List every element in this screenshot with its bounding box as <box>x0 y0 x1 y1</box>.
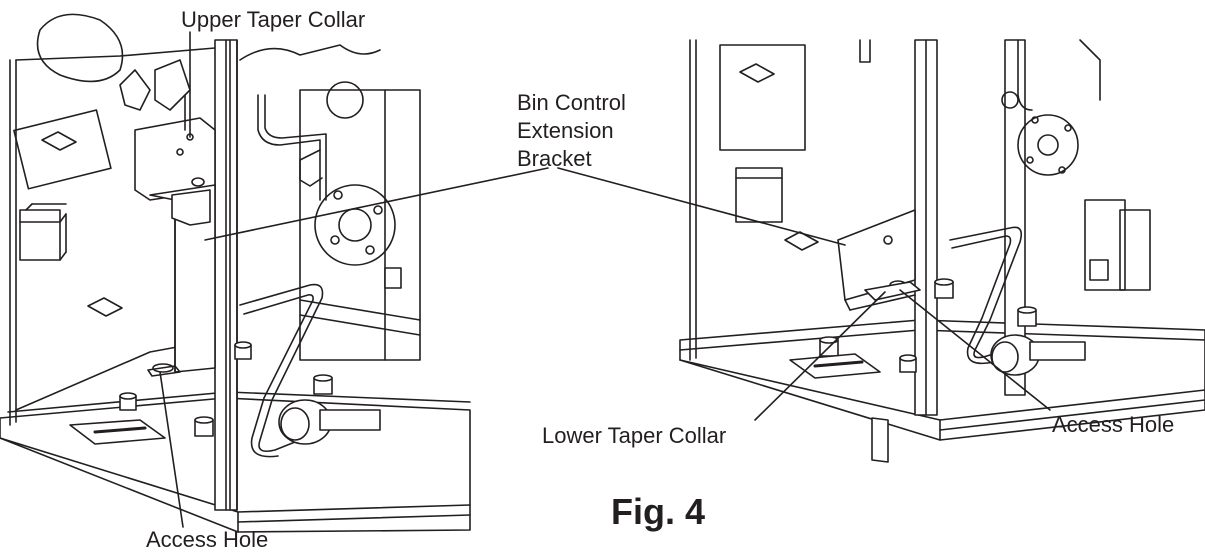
right-machine-view <box>679 39 1205 463</box>
leader-access-hole-left <box>159 371 184 528</box>
leader-bracket-left <box>204 167 549 241</box>
bin-control-label-line-3: Bracket <box>517 146 592 171</box>
bin-control-label-line-1: Bin Control <box>517 90 626 115</box>
leader-lower-taper-collar <box>754 291 886 421</box>
access-hole-left-label: Access Hole <box>146 527 269 552</box>
upper-taper-collar-label: Upper Taper Collar <box>181 7 366 32</box>
leader-lines <box>159 31 1051 528</box>
access-hole-right-label: Access Hole <box>1052 412 1175 437</box>
left-machine-view <box>0 13 471 533</box>
leader-access-hole-right <box>899 289 1051 411</box>
bin-control-label-line-2: Extension <box>517 118 614 143</box>
lower-taper-collar-label: Lower Taper Collar <box>542 423 727 448</box>
figure-title: Fig. 4 <box>611 491 706 532</box>
leader-bracket-right <box>557 167 846 246</box>
bin-control-extension-bracket-label: Bin Control Extension Bracket <box>517 89 626 173</box>
